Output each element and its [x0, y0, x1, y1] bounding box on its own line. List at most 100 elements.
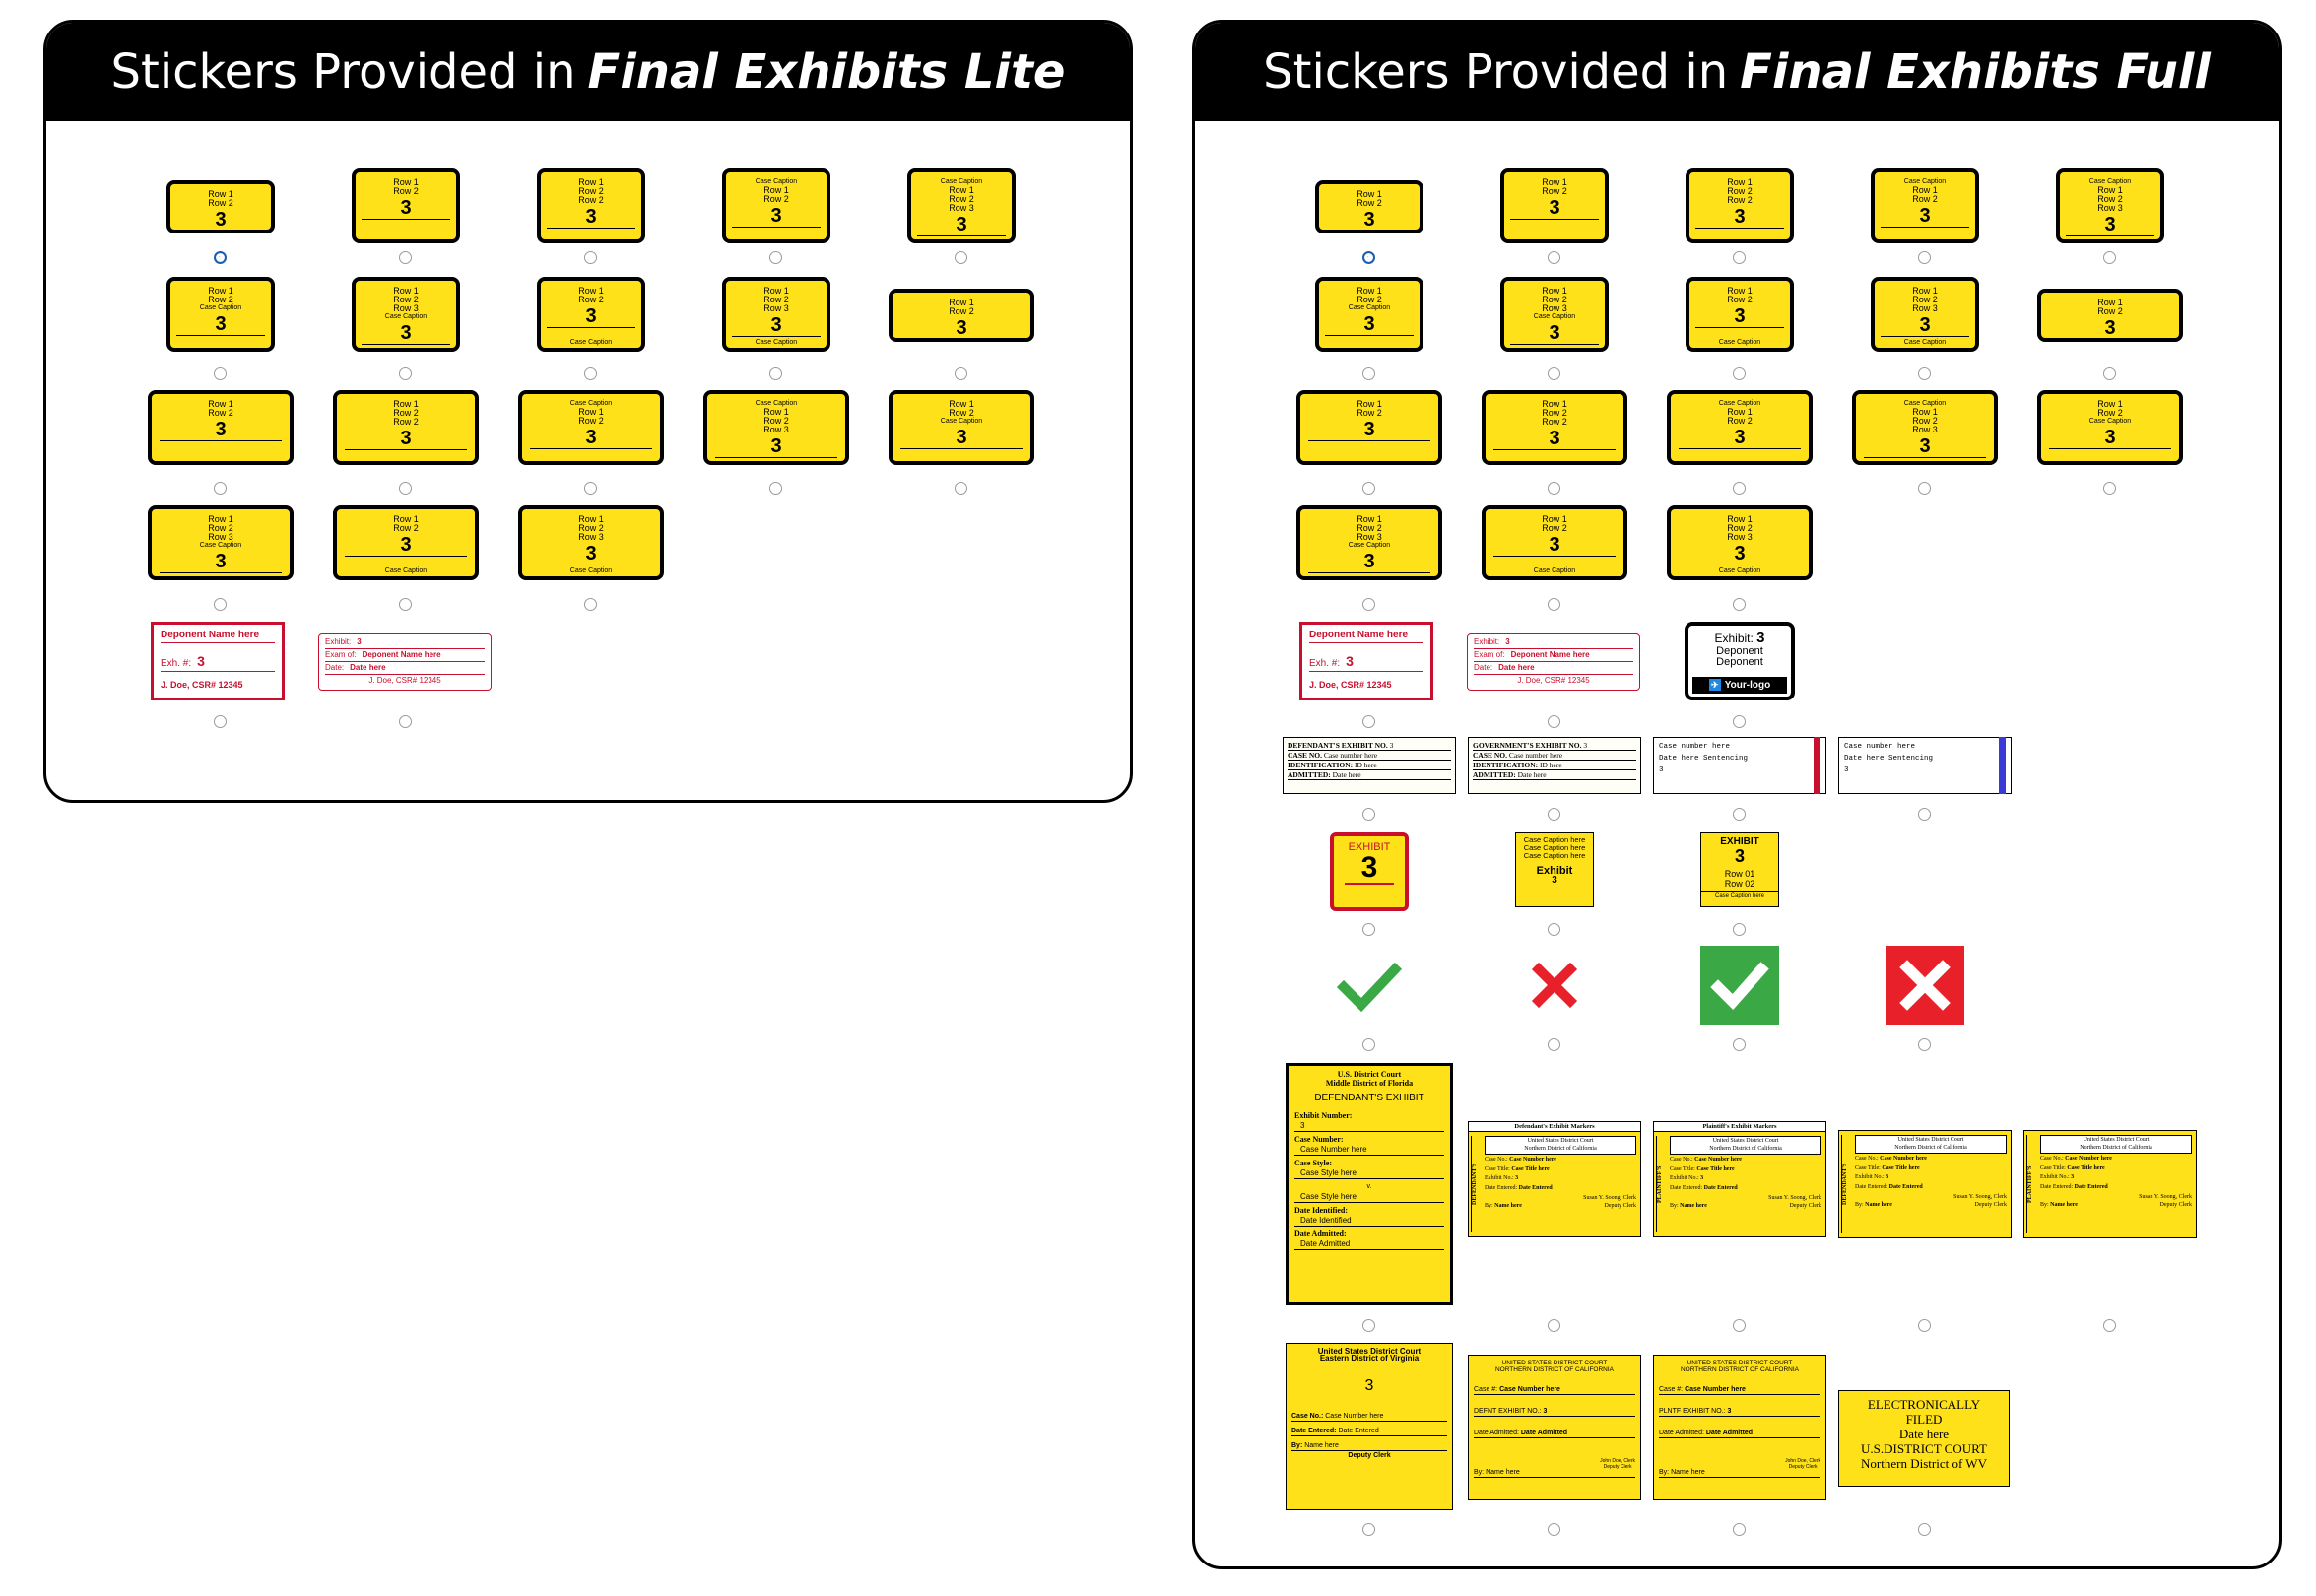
full-radio-bottom-2[interactable] [1733, 1523, 1746, 1536]
check-mark-icon[interactable] [1330, 946, 1409, 1025]
full-radio-bottom-3[interactable] [1918, 1523, 1931, 1536]
lite-radio-8[interactable] [769, 367, 782, 380]
lite-radio-10[interactable] [214, 482, 227, 495]
lite-radio-2[interactable] [584, 251, 597, 264]
full-radio-court-4[interactable] [2103, 1319, 2116, 1332]
full-radio-square-2[interactable] [1733, 923, 1746, 936]
full-radio-14[interactable] [2103, 482, 2116, 495]
lite-radio-exam[interactable] [399, 715, 412, 728]
full-radio-6[interactable] [1548, 367, 1560, 380]
full-radio-0[interactable] [1362, 251, 1375, 264]
lite-radio-deponent[interactable] [214, 715, 227, 728]
cross-mark-icon[interactable] [1886, 946, 1964, 1025]
full-radio-court-1[interactable] [1548, 1319, 1560, 1332]
cross-mark-icon[interactable] [1515, 946, 1594, 1025]
full-radio-square-0[interactable] [1362, 923, 1375, 936]
full-radio-8[interactable] [1918, 367, 1931, 380]
full-radio-court-2[interactable] [1733, 1319, 1746, 1332]
lite-radio-16[interactable] [399, 598, 412, 611]
lite-radio-11[interactable] [399, 482, 412, 495]
lite-radio-1[interactable] [399, 251, 412, 264]
lite-radio-5[interactable] [214, 367, 227, 380]
lite-radio-6[interactable] [399, 367, 412, 380]
full-radio-court-0[interactable] [1362, 1319, 1375, 1332]
lite-radio-15[interactable] [214, 598, 227, 611]
full-radio-3[interactable] [1918, 251, 1931, 264]
full-radio-9[interactable] [2103, 367, 2116, 380]
full-radio-mark-3[interactable] [1918, 1038, 1931, 1051]
full-radio-13[interactable] [1918, 482, 1931, 495]
lite-radio-7[interactable] [584, 367, 597, 380]
full-radio-16[interactable] [1548, 598, 1560, 611]
full-radio-mark-1[interactable] [1548, 1038, 1560, 1051]
full-radio-10[interactable] [1362, 482, 1375, 495]
lite-radio-17[interactable] [584, 598, 597, 611]
full-radio-2[interactable] [1733, 251, 1746, 264]
full-radio-17[interactable] [1733, 598, 1746, 611]
full-radio-15[interactable] [1362, 598, 1375, 611]
lite-radio-3[interactable] [769, 251, 782, 264]
full-radio-12[interactable] [1733, 482, 1746, 495]
full-radio-5[interactable] [1362, 367, 1375, 380]
lite-radio-14[interactable] [955, 482, 967, 495]
full-radio-bottom-0[interactable] [1362, 1523, 1375, 1536]
full-radio-bottom-1[interactable] [1548, 1523, 1560, 1536]
full-radio-mark-2[interactable] [1733, 1038, 1746, 1051]
full-radio-mark-0[interactable] [1362, 1038, 1375, 1051]
full-radio-1[interactable] [1548, 251, 1560, 264]
full-radio-court-3[interactable] [1918, 1319, 1931, 1332]
full-radio-form-2[interactable] [1733, 808, 1746, 821]
lite-radio-9[interactable] [955, 367, 967, 380]
check-mark-icon[interactable] [1700, 946, 1779, 1025]
full-radio-form-3[interactable] [1918, 808, 1931, 821]
full-radio-exam[interactable] [1548, 715, 1560, 728]
